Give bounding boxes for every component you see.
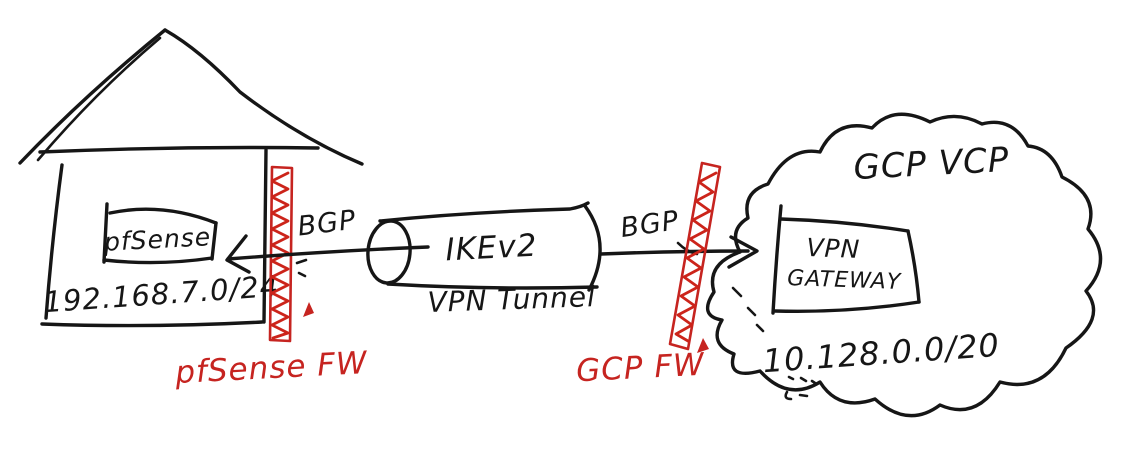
bgp-label-right: BGP: [619, 205, 681, 244]
roof-left-inner-stroke: [36, 36, 162, 162]
gcp-cloud-label: GCP VCP: [853, 140, 1011, 188]
box-stroke: [779, 217, 910, 233]
firewall-outline: [268, 165, 294, 343]
house-left-wall: [44, 163, 64, 320]
box-stroke: [102, 256, 214, 265]
box-stroke: [108, 207, 218, 225]
home-subnet-label: 192.168.7.0/24: [42, 269, 280, 319]
roof-right-stroke: [163, 28, 364, 166]
pfsense-label: pfSense: [102, 222, 212, 257]
sketch-dash: [295, 258, 308, 265]
label-pointer-tick: [697, 338, 709, 353]
house-floor: [40, 320, 264, 328]
box-stroke: [771, 204, 783, 315]
pfsense-device-box: pfSense: [102, 202, 218, 265]
gcp-firewall-icon: [668, 161, 722, 353]
label-pointer-tick: [303, 302, 314, 317]
sketch-dot: [799, 376, 808, 383]
sketch-dash: [798, 393, 809, 398]
vpn-gateway-box: VPN GATEWAY: [771, 204, 921, 315]
vpn-gateway-label-line2: GATEWAY: [787, 266, 902, 295]
house-shape: [18, 28, 364, 328]
arrow-shaft: [599, 249, 750, 256]
tunnel-top-stroke: [378, 201, 590, 223]
box-stroke: [906, 229, 921, 304]
sketch-dash: [731, 286, 743, 298]
bgp-label-left: BGP: [296, 205, 358, 243]
arrow-shaft: [226, 245, 430, 261]
house-right-wall: [262, 148, 268, 324]
sketch-dash: [746, 306, 757, 317]
sketch-dot: [787, 375, 795, 381]
cloud-outline: [705, 112, 1103, 418]
firewall-hatching: [270, 171, 290, 340]
vpn-gateway-label-line1: VPN: [806, 233, 861, 264]
vpn-tunnel-label: VPN Tunnel: [427, 280, 596, 319]
roof-base-stroke: [38, 145, 320, 154]
sketch-dash: [784, 390, 793, 401]
sketch-dash: [297, 271, 307, 278]
pfsense-firewall-icon: [268, 165, 314, 343]
roof-left-outer-stroke: [18, 28, 167, 165]
vpn-tunnel-cylinder: IKEv2: [366, 201, 602, 292]
tunnel-bottom-stroke: [386, 282, 599, 290]
tunnel-left-cap: [366, 219, 412, 285]
arrowhead-left-icon: [225, 234, 251, 274]
tunnel-right-cap: [583, 204, 602, 292]
box-stroke: [773, 300, 921, 314]
gcp-cloud-shape: GCP VCP VPN GATEWAY 10.128.0.0/20: [705, 112, 1103, 418]
box-stroke: [210, 221, 218, 261]
tunnel-protocol-label: IKEv2: [445, 228, 539, 269]
gcp-firewall-label: GCP FW: [575, 347, 706, 390]
arrowhead-right-icon: [727, 235, 759, 269]
firewall-outline: [668, 161, 722, 351]
arrow-to-pfsense: [225, 234, 430, 278]
sketch-dash: [755, 323, 765, 333]
firewall-hatching: [674, 171, 718, 343]
dashed-connector-marks: [731, 286, 817, 401]
sketch-dot: [810, 379, 817, 385]
pfsense-firewall-label: pfSense FW: [173, 345, 369, 391]
box-stroke: [102, 202, 109, 264]
gcp-subnet-label: 10.128.0.0/20: [761, 326, 1001, 380]
